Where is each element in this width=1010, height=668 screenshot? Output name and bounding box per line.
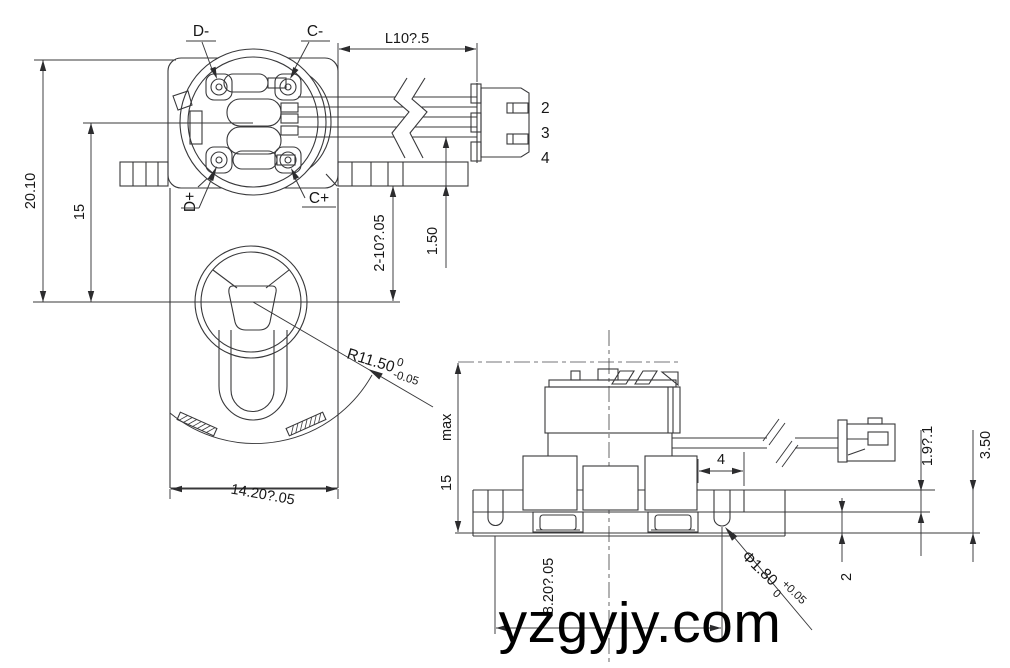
dim-lead-length-label: L10?.5 (385, 31, 429, 47)
pin-number-3: 3 (541, 125, 550, 142)
dim-plate-thickness-label: 2 (839, 573, 855, 581)
cable-break-mark (391, 77, 410, 159)
dim-overall-height: 20.10 (23, 59, 176, 302)
motor-face-inner (187, 56, 319, 188)
dim-tab-thickness-label: 1.50 (425, 227, 441, 255)
dim-base-height-label: 3.50 (978, 431, 994, 459)
stop-bar-right (285, 411, 327, 437)
dim-hole-diameter-label: Φ1.80 (738, 548, 781, 590)
stop-bar-left (176, 411, 218, 437)
side-cable (672, 417, 896, 468)
dim-body-width-label: 14.20?.05 (230, 482, 296, 509)
side-view-drawing (455, 330, 980, 662)
dim-hole-diameter-tol-upper: +0.05 (779, 578, 808, 607)
dim-plate-thickness: 2 (838, 498, 855, 581)
dim-base-height: 3.50 (969, 430, 994, 562)
watermark-text: yzgyjy.com (499, 591, 782, 655)
pin-number-4: 4 (541, 150, 550, 167)
rotation-arc (169, 374, 373, 444)
knob-key (228, 285, 277, 331)
dim-arc-radius: R11.50 0 -0.05 (345, 346, 420, 388)
mount-slot-left (487, 490, 504, 526)
dim-body-width: 14.20?.05 (169, 482, 339, 509)
label-c-minus: C- (290, 23, 330, 79)
label-d-plus: D+ (181, 166, 217, 212)
dim-hole-spacing-front: 2-10?.05 (372, 186, 397, 301)
dim-height-max-value: 15 (439, 475, 455, 491)
dim-height-max-qualifier: max (439, 413, 455, 441)
mount-slot-right (713, 490, 731, 527)
spring-clips (532, 511, 699, 533)
dim-hole-spacing-side: 8.20?.05 (496, 558, 721, 632)
dim-arc-radius-tol-upper: 0 (395, 356, 405, 369)
dim-center-height-label: 15 (72, 204, 88, 220)
dim-lead-length: L10?.5 (337, 31, 478, 82)
dim-overall-height-label: 20.10 (23, 173, 39, 209)
lead-wires (298, 77, 477, 159)
dim-lead-offset: 1.9?.1 (917, 426, 936, 556)
dim-tab-width: 4 (697, 452, 745, 486)
motor-can (544, 386, 681, 434)
dim-lead-offset-label: 1.9?.1 (920, 426, 936, 466)
front-view-drawing: 2 3 4 (119, 48, 550, 196)
svg-text:C+: C+ (309, 190, 329, 207)
dim-tab-width-label: 4 (717, 452, 725, 468)
svg-text:D+: D+ (182, 192, 199, 212)
svg-text:C-: C- (307, 23, 323, 40)
svg-text:D-: D- (193, 23, 209, 40)
wire-connector (470, 83, 530, 163)
label-d-minus: D- (186, 23, 217, 79)
label-c-plus: C+ (291, 168, 336, 208)
bottom-view-drawing (169, 188, 434, 489)
dim-hole-spacing-side-label: 8.20?.05 (541, 558, 557, 614)
dim-tab-thickness: 1.50 (425, 137, 450, 268)
dim-height-max: 15 max (439, 363, 462, 532)
dim-center-height: 15 (72, 122, 253, 302)
pin-number-2: 2 (541, 100, 550, 117)
dim-hole-spacing-front-label: 2-10?.05 (372, 214, 388, 271)
